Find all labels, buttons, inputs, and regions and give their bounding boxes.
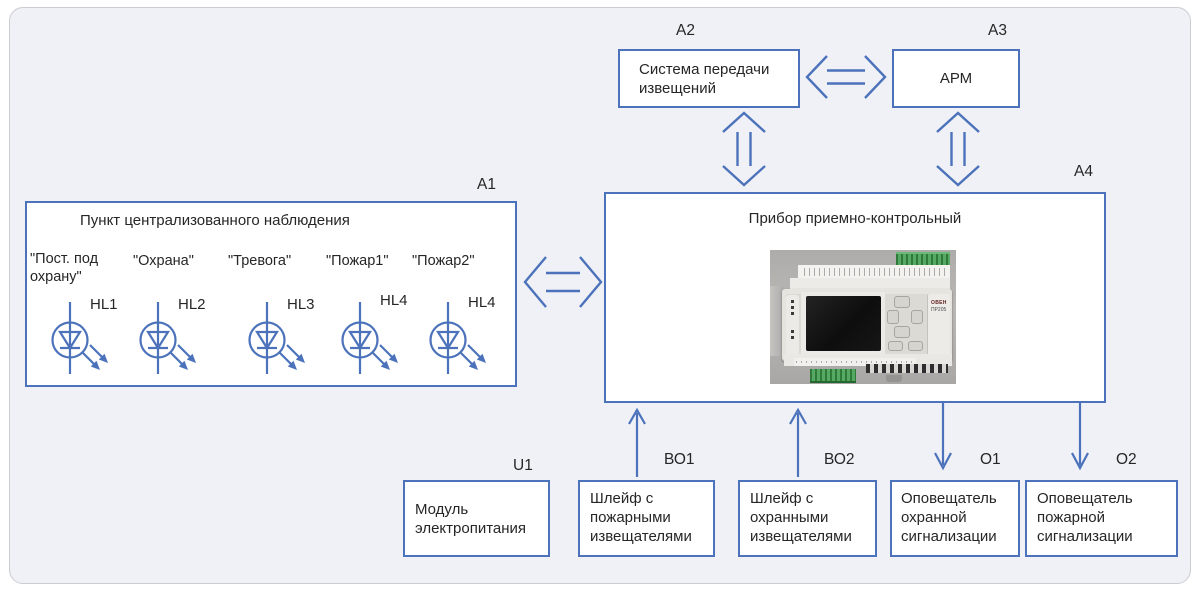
din-clip [886, 375, 902, 382]
led-indicator-icon [51, 302, 108, 374]
terminal-label-strip-top [798, 265, 950, 279]
device-photo: ОВЕН ПР205 [770, 250, 956, 384]
block-control-panel-title: Прибор приемно-контрольный [748, 210, 962, 227]
led-name-3: "Тревога" [228, 253, 292, 269]
block-fire-loop: Шлейф с пожарными извещателями [578, 480, 715, 557]
block-fire-annunciator: Оповещатель пожарной сигнализации [1025, 480, 1178, 557]
key-right-button [911, 310, 923, 324]
double-arrow-a2-a3 [805, 55, 887, 99]
led-name-4: "Пожар1" [326, 253, 389, 269]
ref-a1: А1 [477, 176, 496, 193]
device-brand-logo: ОВЕН [931, 300, 947, 306]
terminal-block-top [896, 252, 950, 268]
led-name-5: "Пожар2" [412, 253, 475, 269]
device-led-panel [786, 295, 799, 355]
ref-bo1: ВО1 [664, 451, 695, 468]
ref-o1: О1 [980, 451, 1001, 468]
ref-bo2: ВО2 [824, 451, 855, 468]
ref-u1: U1 [513, 457, 533, 474]
ref-a3: А3 [988, 22, 1007, 39]
double-arrow-a3-a4 [936, 111, 980, 187]
din-rail [770, 286, 784, 356]
status-led [791, 300, 794, 303]
double-arrow-a1-a4 [523, 256, 603, 308]
block-security-annunciator: Оповещатель охранной сигнализации [890, 480, 1020, 557]
led-indicator-icon [341, 302, 398, 374]
block-arm: АРМ [892, 49, 1020, 108]
status-led [791, 330, 794, 333]
block-transmission-system-label: Система передачи извещений [639, 60, 770, 97]
terminal-block-bottom [810, 369, 856, 383]
status-led [791, 312, 794, 315]
block-transmission-system: Система передачи извещений [618, 49, 800, 108]
block-arm-label: АРМ [939, 70, 973, 87]
ref-o2: О2 [1116, 451, 1137, 468]
block-power-module-label: Модуль электропитания [415, 500, 527, 537]
block-security-annunciator-label: Оповещатель охранной сигнализации [901, 490, 997, 545]
led-indicator-icon [248, 302, 305, 374]
key-ok-button [908, 341, 923, 351]
arrow-bo2-up [789, 407, 807, 477]
led-ref-3: HL3 [287, 296, 315, 313]
led-indicator-icon [139, 302, 196, 374]
status-led [791, 336, 794, 339]
block-monitoring-point-title: Пункт централизованного наблюдения [80, 212, 350, 229]
key-down-button [894, 326, 910, 338]
block-security-loop: Шлейф с охранными извещателями [738, 480, 877, 557]
terminal-ticks [796, 361, 914, 363]
arrow-o2-down [1071, 403, 1089, 471]
terminal-ticks [804, 268, 946, 276]
arrow-o1-down [934, 403, 952, 471]
status-led [791, 306, 794, 309]
terminal-label-strip-bottom [794, 358, 916, 366]
led-ref-1: HL1 [90, 296, 118, 313]
key-left-button [887, 310, 899, 324]
key-up-button [894, 296, 910, 308]
contact-row [866, 364, 948, 373]
device-side-module: ОВЕН ПР205 [927, 294, 950, 355]
double-arrow-a2-a4 [722, 111, 766, 187]
led-name-2: "Охрана" [133, 253, 194, 269]
led-name-1: "Пост. под охрану" [30, 251, 99, 285]
ref-a4: А4 [1074, 163, 1093, 180]
key-esc-button [888, 341, 903, 351]
led-ref-2: HL2 [178, 296, 206, 313]
block-security-loop-label: Шлейф с охранными извещателями [750, 490, 852, 545]
ref-a2: А2 [676, 22, 695, 39]
arrow-bo1-up [628, 407, 646, 477]
block-fire-loop-label: Шлейф с пожарными извещателями [590, 490, 692, 545]
block-fire-annunciator-label: Оповещатель пожарной сигнализации [1037, 490, 1133, 545]
led-ref-4: HL4 [380, 292, 408, 309]
led-indicator-icon [429, 302, 486, 374]
block-power-module: Модуль электропитания [403, 480, 550, 557]
device-top-ledge [790, 278, 950, 290]
device-model-label: ПР205 [931, 307, 947, 313]
led-ref-5: HL4 [468, 294, 496, 311]
device-screen [806, 296, 881, 351]
